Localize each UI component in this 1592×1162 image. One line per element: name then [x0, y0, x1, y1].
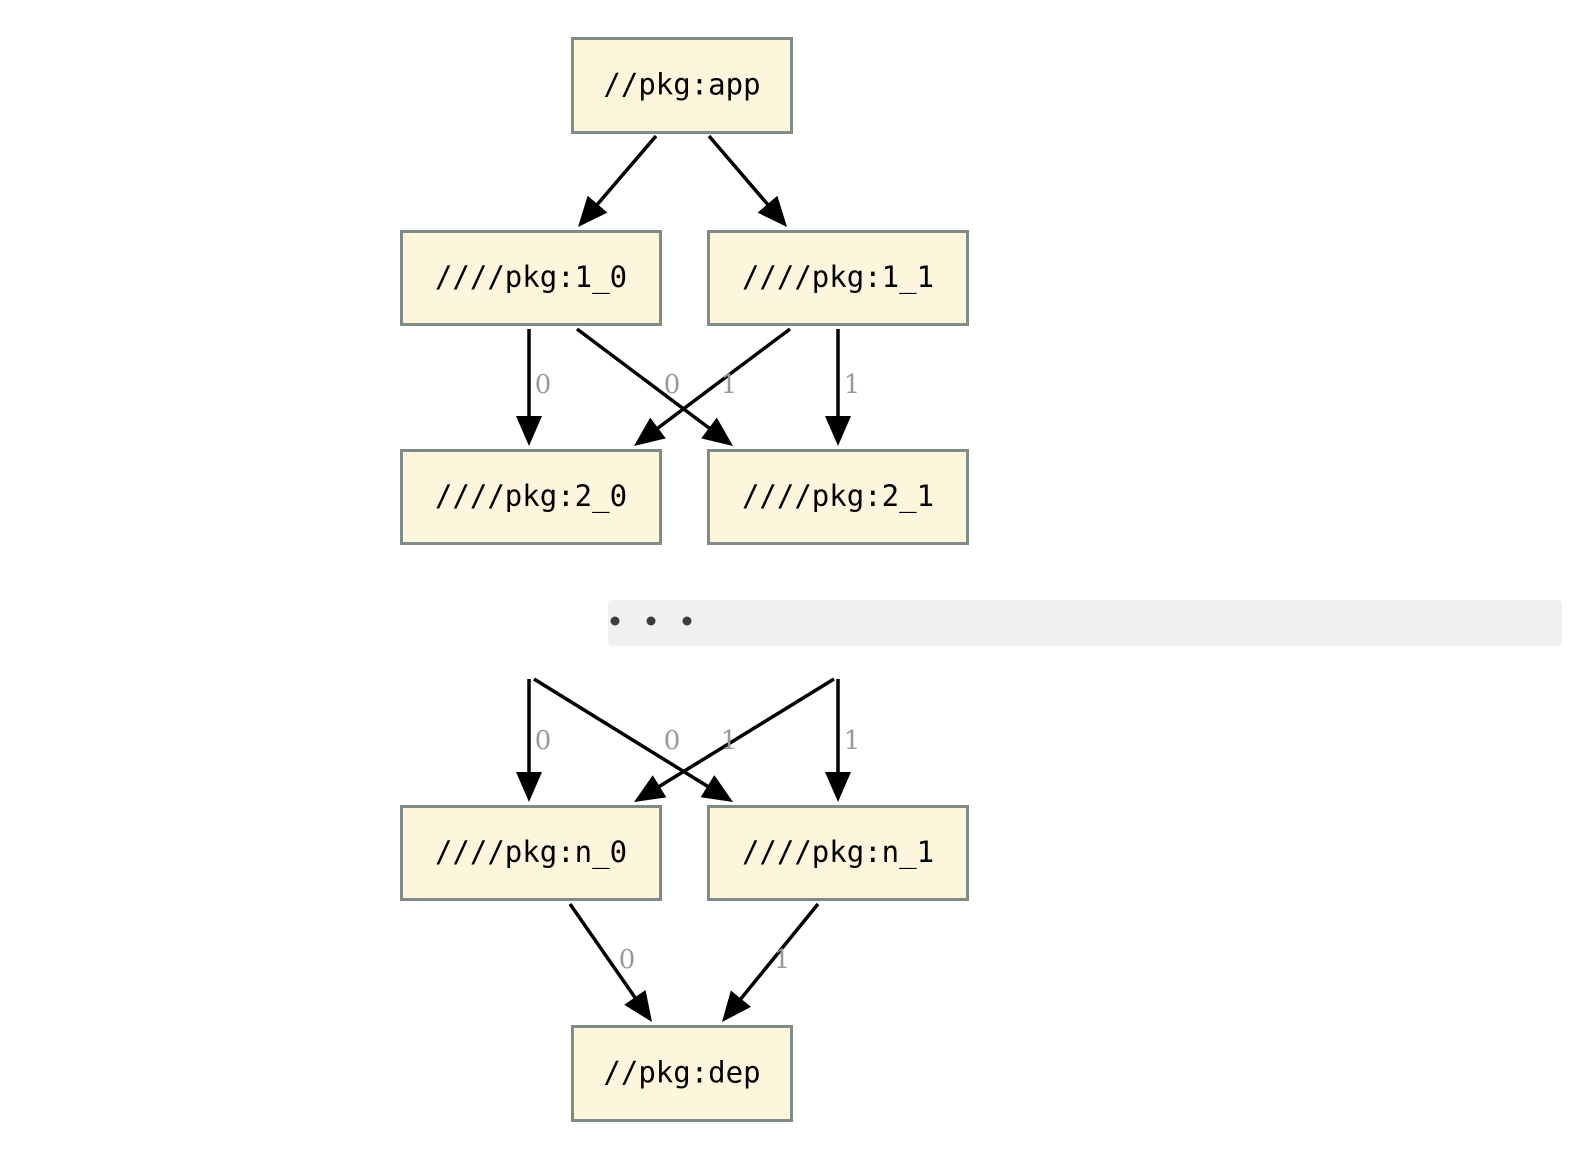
node-box[interactable] — [400, 449, 662, 545]
edge-n1_0-to-n2_0: 0 — [516, 329, 551, 446]
edge-n1_0-to-n2_1: 0 — [575, 327, 733, 446]
edge-label: 1 — [721, 370, 738, 400]
edge-arrowhead — [701, 417, 733, 446]
edge-arrowhead — [634, 417, 666, 446]
ellipsis-band — [608, 600, 1562, 646]
node-n1_0[interactable]: ////pkg:1_0 — [400, 230, 662, 326]
node-app[interactable]: //pkg:app — [571, 37, 793, 134]
node-nn_0[interactable]: ////pkg:n_0 — [400, 805, 662, 901]
edge-ellipsis-to-nn_0: 0 — [516, 679, 551, 802]
ellipsis-dot-1 — [646, 616, 656, 626]
edge-label: 1 — [774, 945, 791, 975]
node-label: ////pkg:1_1 — [742, 260, 934, 295]
node-label: //pkg:app — [603, 68, 760, 102]
edge-nn_1-to-dep: 1 — [722, 902, 820, 1022]
ellipsis-dot-2 — [682, 616, 692, 626]
ellipsis-separator-group — [608, 600, 1562, 646]
edge-line — [568, 903, 639, 1002]
edges-group: 0 0 1 1 0 0 1 1 0 1 — [516, 134, 860, 1022]
edge-ellipsis-to-nn_1: 1 — [825, 679, 860, 802]
edge-arrowhead — [634, 775, 667, 802]
node-n1_1[interactable]: ////pkg:1_1 — [707, 230, 969, 326]
edge-label: 1 — [721, 726, 738, 756]
edge-arrowhead — [516, 772, 542, 802]
edge-nn_0-to-dep: 0 — [568, 903, 652, 1022]
node-box[interactable] — [707, 230, 969, 326]
edge-arrowhead — [624, 989, 652, 1022]
node-label: ////pkg:1_0 — [435, 260, 627, 295]
edge-arrowhead — [825, 772, 851, 802]
edge-arrowhead — [578, 195, 608, 227]
edge-label: 0 — [535, 370, 552, 400]
edge-app-to-n1_0 — [578, 134, 658, 227]
node-box[interactable] — [571, 37, 793, 134]
edge-arrowhead — [757, 195, 787, 227]
node-box[interactable] — [707, 449, 969, 545]
edge-line — [655, 677, 835, 790]
node-label: ////pkg:2_1 — [742, 479, 934, 514]
node-label: //pkg:dep — [603, 1056, 760, 1090]
node-box[interactable] — [707, 805, 969, 901]
edge-label: 0 — [664, 726, 681, 756]
node-box[interactable] — [400, 805, 662, 901]
edge-line — [593, 134, 658, 209]
edge-app-to-n1_1 — [707, 134, 787, 227]
node-nn_1[interactable]: ////pkg:n_1 — [707, 805, 969, 901]
edge-label: 0 — [619, 945, 636, 975]
edge-line — [707, 134, 772, 209]
edge-line — [533, 677, 712, 790]
node-label: ////pkg:n_1 — [742, 835, 934, 870]
edge-n1_1-to-n2_1: 1 — [825, 329, 860, 446]
ellipsis-dot-0 — [610, 616, 620, 626]
node-dep[interactable]: //pkg:dep — [571, 1025, 793, 1122]
node-box[interactable] — [400, 230, 662, 326]
edge-line — [737, 902, 820, 1003]
edge-ellipsis-to-nn_1: 0 — [533, 677, 733, 802]
node-label: ////pkg:2_0 — [435, 479, 627, 514]
edge-arrowhead — [722, 990, 752, 1022]
edge-label: 1 — [844, 370, 861, 400]
edge-n1_1-to-n2_0: 1 — [634, 327, 792, 446]
edge-arrowhead — [516, 416, 542, 446]
edge-arrowhead — [700, 775, 733, 802]
node-box[interactable] — [571, 1025, 793, 1122]
node-label: ////pkg:n_0 — [435, 835, 627, 870]
edge-arrowhead — [825, 416, 851, 446]
edge-label: 0 — [535, 726, 552, 756]
edge-ellipsis-to-nn_0: 1 — [634, 677, 835, 802]
nodes-group: //pkg:app ////pkg:1_0 ////pkg:1_1 ////pkg:2… — [400, 37, 969, 1122]
edge-label: 1 — [844, 726, 861, 756]
edge-line — [575, 327, 714, 432]
edge-label: 0 — [664, 370, 681, 400]
edge-line — [653, 327, 792, 432]
node-n2_0[interactable]: ////pkg:2_0 — [400, 449, 662, 545]
node-n2_1[interactable]: ////pkg:2_1 — [707, 449, 969, 545]
